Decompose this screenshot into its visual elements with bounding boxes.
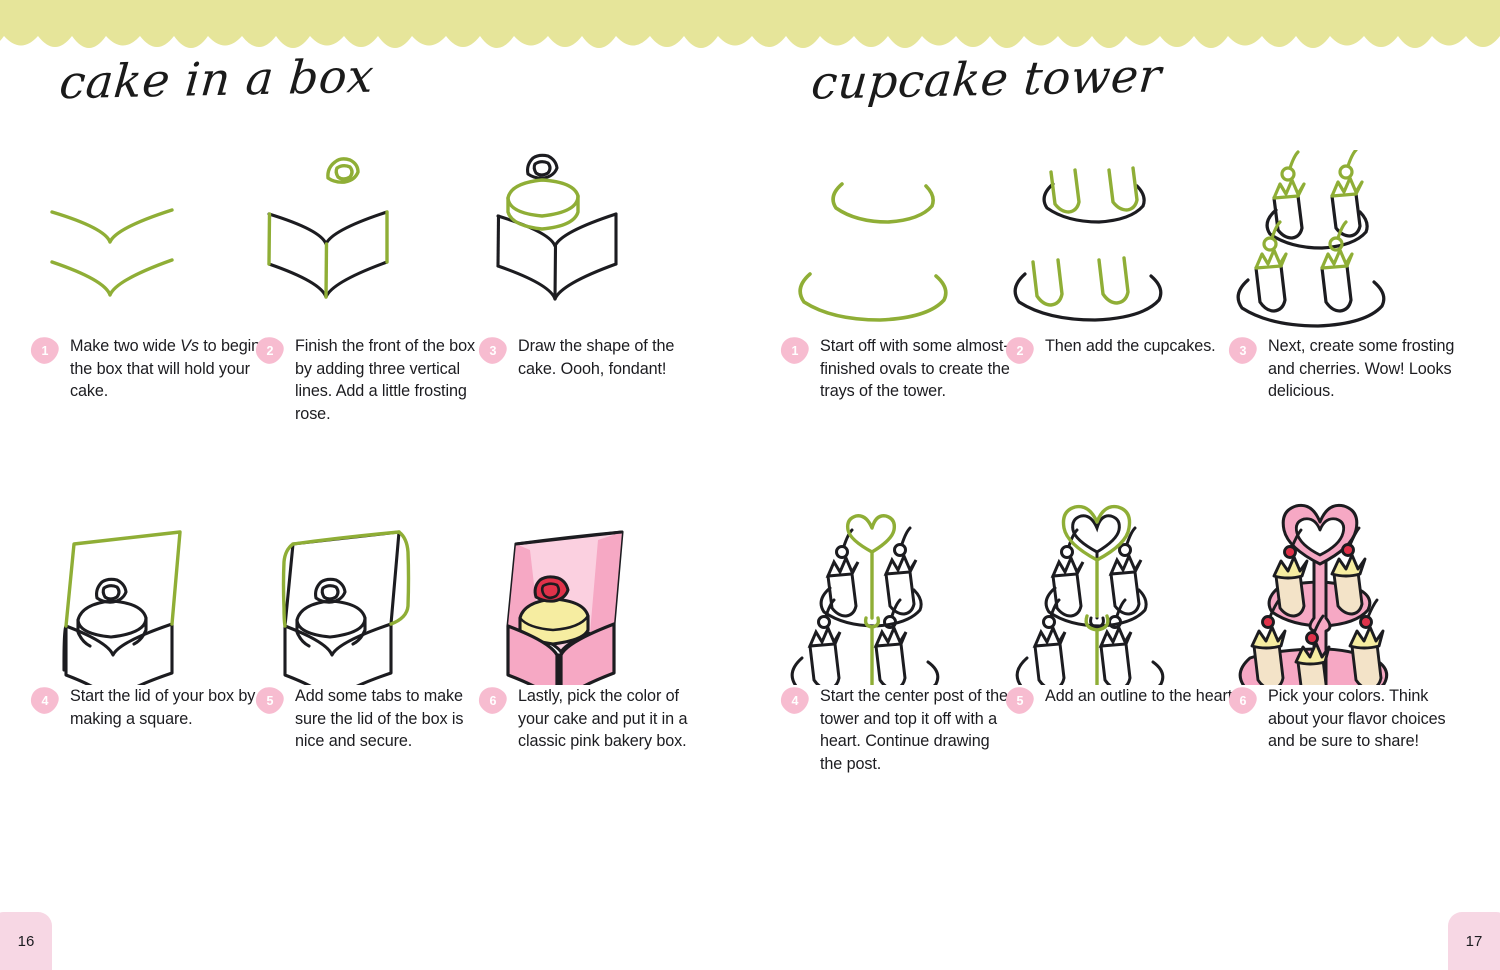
step-cell-l4: 4 Start the lid of your box by making a … [30, 500, 255, 730]
illustration-tower-post [780, 500, 1005, 685]
illustration-box-front-lines [255, 150, 480, 335]
step-text-l5: Add some tabs to make sure the lid of th… [295, 687, 464, 750]
step-number-label: 4 [41, 694, 49, 708]
step-text-r1: Start off with some almost-finished oval… [820, 337, 1010, 400]
step-badge-icon: 6 [1228, 686, 1258, 716]
caption-r5: 5 Add an outline to the heart. [1005, 685, 1237, 714]
page-number-label: 16 [17, 932, 35, 950]
caption-l3: 3 Draw the shape of the cake. Oooh, fond… [478, 335, 710, 380]
step-cell-l1: 1 Make two wide Vs to begin the box that… [30, 150, 260, 403]
caption-l1: 1 Make two wide Vs to begin the box that… [30, 335, 262, 403]
step-badge-icon: 1 [30, 336, 60, 366]
step-text-r4: Start the center post of the tower and t… [820, 687, 1008, 773]
step-text-l6: Lastly, pick the color of your cake and … [518, 687, 688, 750]
illustration-box-lid-tabs [255, 500, 480, 685]
step-text-r3: Next, create some frosting and cherries.… [1268, 337, 1455, 400]
step-cell-l6: 6 Lastly, pick the color of your cake an… [478, 500, 703, 753]
caption-r4: 4 Start the center post of the tower and… [780, 685, 1012, 775]
page-left: cake in a box 1 [0, 48, 703, 970]
caption-l6: 6 Lastly, pick the color of your cake an… [478, 685, 710, 753]
step-cell-r6: 6 Pick your colors. Think about your fla… [1228, 500, 1453, 753]
step-badge-icon: 2 [255, 336, 285, 366]
step-badge-icon: 5 [1005, 686, 1035, 716]
page-number-label: 17 [1465, 932, 1483, 950]
illustration-tower-frosting [1228, 150, 1453, 335]
step-number-label: 3 [1239, 344, 1247, 358]
step-cell-l3: 3 Draw the shape of the cake. Oooh, fond… [478, 150, 703, 380]
illustration-tower-cupcakes [1005, 150, 1230, 335]
caption-l5: 5 Add some tabs to make sure the lid of … [255, 685, 487, 753]
step-text-r6: Pick your colors. Think about your flavo… [1268, 687, 1446, 750]
illustration-box-colored [478, 500, 703, 685]
step-badge-icon: 6 [478, 686, 508, 716]
illustration-box-two-vs [30, 150, 255, 335]
step-text-l2: Finish the front of the box by adding th… [295, 337, 475, 423]
step-number-label: 6 [489, 694, 497, 708]
step-badge-icon: 4 [780, 686, 810, 716]
step-text-l1: Make two wide Vs to begin the box that w… [70, 337, 261, 400]
caption-r1: 1 Start off with some almost-finished ov… [780, 335, 1012, 403]
step-cell-l2: 2 Finish the front of the box by adding … [255, 150, 480, 425]
page-title-right: cupcake tower [809, 48, 1164, 110]
illustration-tower-ovals [780, 150, 1005, 335]
step-number-label: 3 [489, 344, 497, 358]
step-text-l4: Start the lid of your box by making a sq… [70, 687, 256, 728]
step-number-label: 4 [791, 694, 799, 708]
step-text-l3: Draw the shape of the cake. Oooh, fondan… [518, 337, 675, 378]
step-cell-l5: 5 Add some tabs to make sure the lid of … [255, 500, 480, 753]
illustration-tower-colored [1228, 500, 1453, 685]
step-badge-icon: 3 [1228, 336, 1258, 366]
step-badge-icon: 1 [780, 336, 810, 366]
page-number-right: 17 [1448, 912, 1500, 970]
caption-l2: 2 Finish the front of the box by adding … [255, 335, 487, 425]
step-number-label: 5 [266, 694, 274, 708]
step-badge-icon: 3 [478, 336, 508, 366]
step-number-label: 5 [1016, 694, 1024, 708]
page-number-left: 16 [0, 912, 52, 970]
step-cell-r2: 2 Then add the cupcakes. [1005, 150, 1230, 364]
scalloped-top-band [0, 0, 1500, 48]
page-right: cupcake tower 1 [750, 0, 1500, 970]
step-number-label: 1 [41, 344, 49, 358]
step-number-label: 2 [266, 344, 274, 358]
step-cell-r5: 5 Add an outline to the heart. [1005, 500, 1237, 714]
step-badge-icon: 2 [1005, 336, 1035, 366]
illustration-tower-heart [1005, 500, 1230, 685]
step-cell-r1: 1 Start off with some almost-finished ov… [780, 150, 1010, 403]
caption-r3: 3 Next, create some frosting and cherrie… [1228, 335, 1460, 403]
step-cell-r3: 3 Next, create some frosting and cherrie… [1228, 150, 1454, 403]
step-text-r5: Add an outline to the heart. [1045, 687, 1237, 705]
step-number-label: 2 [1016, 344, 1024, 358]
caption-r6: 6 Pick your colors. Think about your fla… [1228, 685, 1460, 753]
illustration-box-cake-shape [478, 150, 703, 335]
step-badge-icon: 5 [255, 686, 285, 716]
caption-l4: 4 Start the lid of your box by making a … [30, 685, 262, 730]
step-number-label: 6 [1239, 694, 1247, 708]
page-title-left: cake in a box [57, 48, 377, 110]
step-number-label: 1 [791, 344, 799, 358]
caption-r2: 2 Then add the cupcakes. [1005, 335, 1237, 364]
step-text-r2: Then add the cupcakes. [1045, 337, 1216, 355]
step-cell-r4: 4 Start the center post of the tower and… [780, 500, 1008, 775]
step-badge-icon: 4 [30, 686, 60, 716]
illustration-box-lid-square [30, 500, 255, 685]
